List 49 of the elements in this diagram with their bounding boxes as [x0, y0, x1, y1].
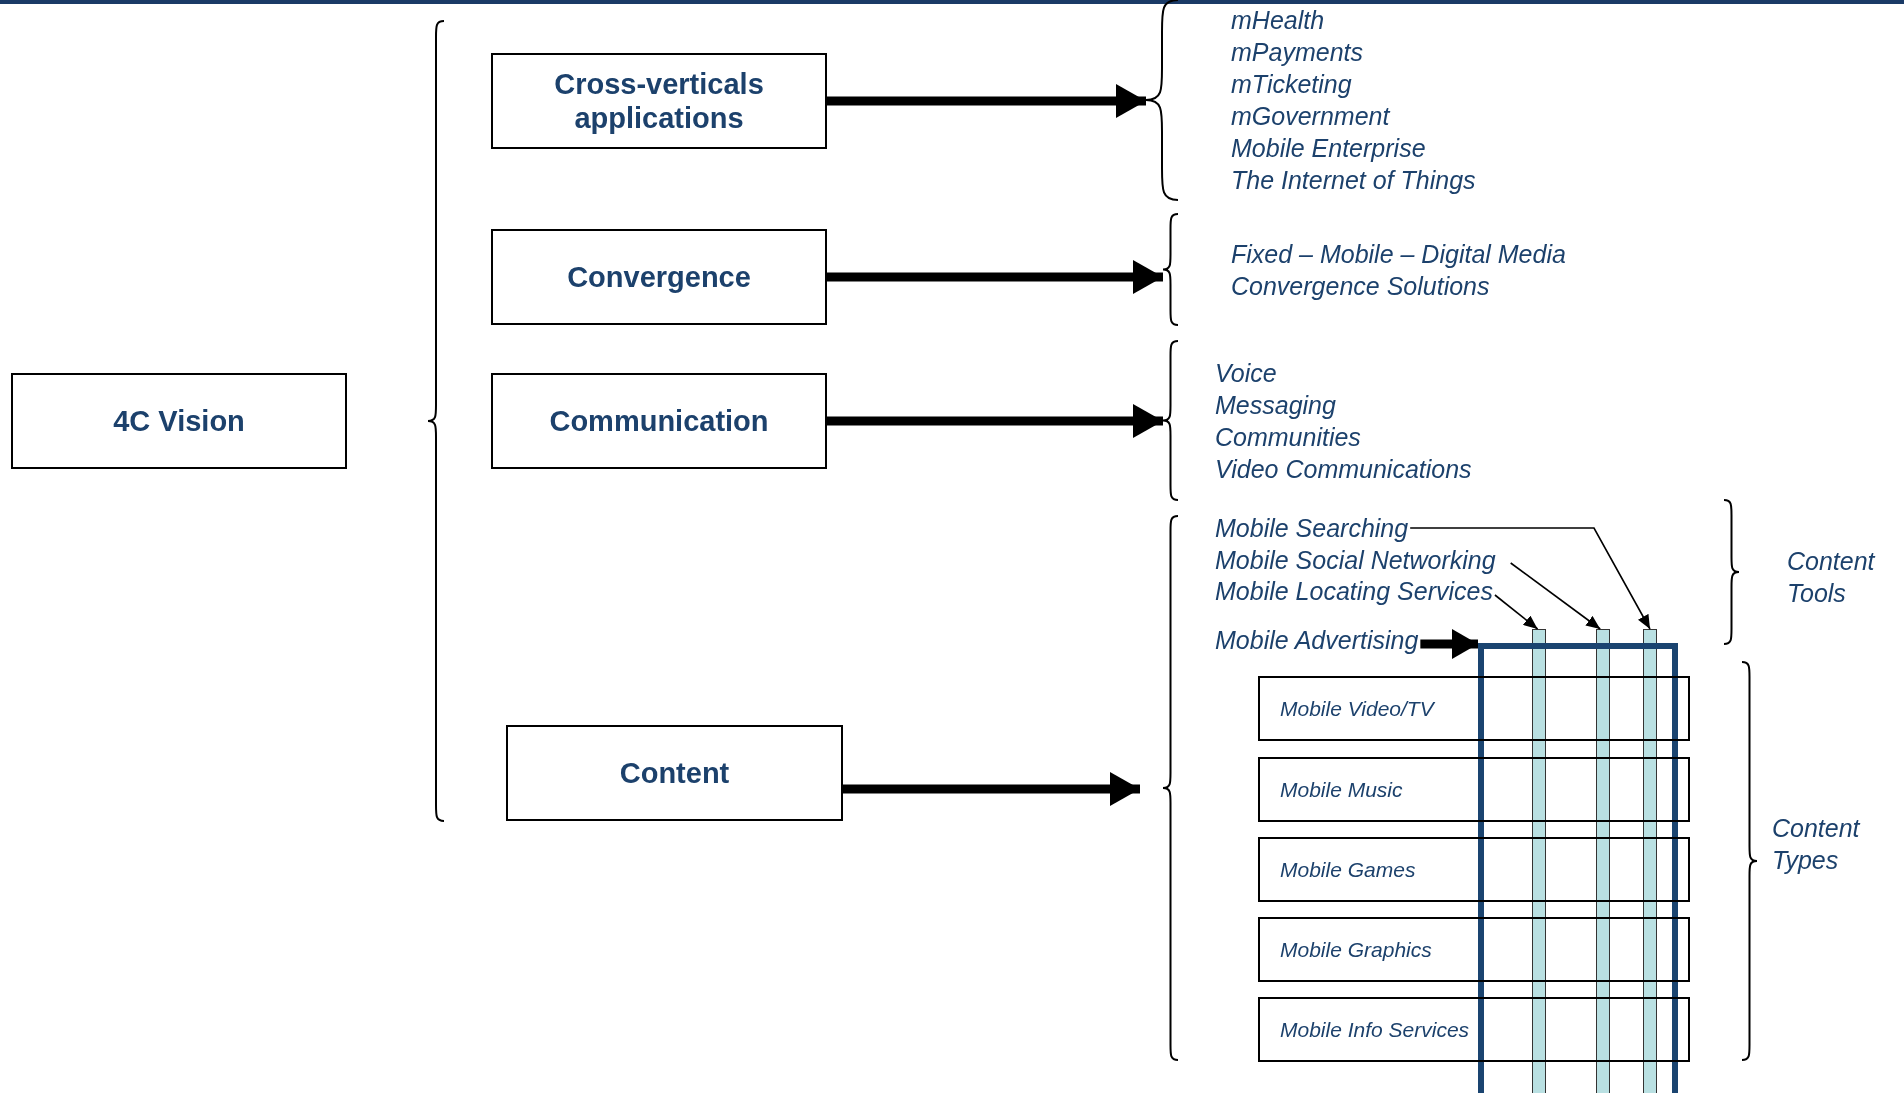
box-label: Convergence — [567, 260, 751, 294]
content-type-box — [1258, 676, 1690, 741]
leader-line — [1409, 527, 1651, 630]
leader-line — [1494, 594, 1539, 630]
content-type-box — [1258, 917, 1690, 982]
box-label: Mobile Games — [1280, 857, 1416, 882]
box-label: Content — [619, 756, 730, 790]
process-box — [491, 373, 827, 469]
list-item: Fixed – Mobile – Digital Media Convergence Solutions — [1231, 238, 1567, 302]
process-box — [491, 229, 827, 325]
arrow — [843, 772, 1140, 806]
list-item: Video Communications — [1215, 453, 1472, 485]
arrow — [1420, 629, 1478, 659]
box-label: Cross-verticals applications — [553, 67, 765, 135]
list-item: Mobile Locating Services — [1215, 575, 1493, 607]
leader-line — [1509, 562, 1601, 630]
box-label: Mobile Music — [1280, 777, 1403, 802]
vertical-bar — [1532, 629, 1546, 1093]
process-box — [11, 373, 347, 469]
content-type-box — [1258, 997, 1690, 1062]
vertical-bar — [1643, 629, 1657, 1093]
list-item: mGovernment — [1231, 101, 1392, 132]
list-item: Mobile Advertising — [1215, 624, 1419, 656]
list-item: Mobile Enterprise — [1231, 133, 1427, 164]
list-item: Communities — [1215, 421, 1362, 453]
box-label: 4C Vision — [113, 404, 245, 438]
box-label: Mobile Info Services — [1280, 1017, 1470, 1042]
list-item: Voice — [1215, 357, 1278, 389]
list-item: Messaging — [1215, 389, 1337, 421]
list-item: Mobile Searching — [1215, 512, 1409, 544]
side-label: Content Tools — [1787, 546, 1877, 609]
side-label: Content Types — [1772, 813, 1862, 876]
content-type-box — [1258, 757, 1690, 822]
box-label: Mobile Graphics — [1280, 937, 1432, 962]
box-label: Communication — [549, 404, 769, 438]
arrow — [827, 260, 1163, 294]
list-item: mTicketing — [1231, 69, 1353, 100]
arrow — [827, 404, 1163, 438]
list-item: Mobile Social Networking — [1215, 544, 1496, 576]
frame-outline — [1478, 643, 1678, 1093]
list-item: mHealth — [1231, 5, 1326, 36]
box-label: Mobile Video/TV — [1280, 696, 1434, 721]
arrow — [827, 84, 1146, 118]
process-box — [506, 725, 843, 821]
list-item: mPayments — [1231, 37, 1364, 68]
vertical-bar — [1596, 629, 1610, 1093]
process-box — [491, 53, 827, 149]
list-item: The Internet of Things — [1231, 165, 1476, 196]
content-type-box — [1258, 837, 1690, 902]
